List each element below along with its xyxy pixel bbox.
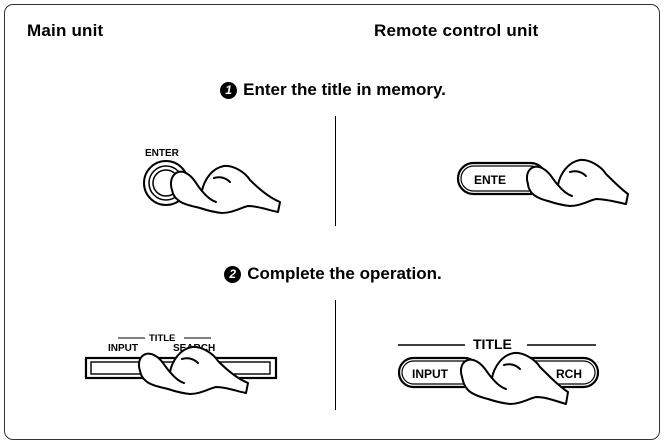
main-enter-label: ENTER bbox=[145, 148, 180, 159]
step-2-text: Complete the operation. bbox=[247, 264, 442, 283]
remote-enter-text: ENTE bbox=[474, 173, 506, 187]
step-1-text: Enter the title in memory. bbox=[243, 80, 446, 99]
remote-title-group-label: TITLE bbox=[473, 336, 512, 352]
step-number-icon: 1 bbox=[220, 82, 238, 99]
pointing-hand-icon bbox=[526, 158, 629, 207]
step-2-caption: 2 Complete the operation. bbox=[0, 264, 666, 284]
main-title-group-label: TITLE bbox=[149, 333, 175, 344]
pointing-hand-icon bbox=[460, 351, 569, 405]
remote-input-button[interactable]: INPUT bbox=[397, 356, 481, 389]
main-input-label: INPUT bbox=[108, 343, 138, 354]
divider-step-2 bbox=[335, 300, 336, 410]
pointing-hand-icon bbox=[138, 345, 249, 395]
remote-input-text: INPUT bbox=[412, 367, 449, 381]
diagram-frame bbox=[4, 4, 660, 440]
pointing-hand-icon bbox=[170, 164, 281, 214]
step-1-caption: 1 Enter the title in memory. bbox=[0, 80, 666, 100]
divider-step-1 bbox=[335, 116, 336, 226]
step-number-icon: 2 bbox=[224, 266, 242, 283]
remote-unit-header: Remote control unit bbox=[374, 21, 539, 40]
main-unit-header: Main unit bbox=[27, 21, 104, 40]
remote-search-text: RCH bbox=[556, 367, 582, 381]
remote-enter-button[interactable]: ENTE bbox=[456, 161, 548, 196]
